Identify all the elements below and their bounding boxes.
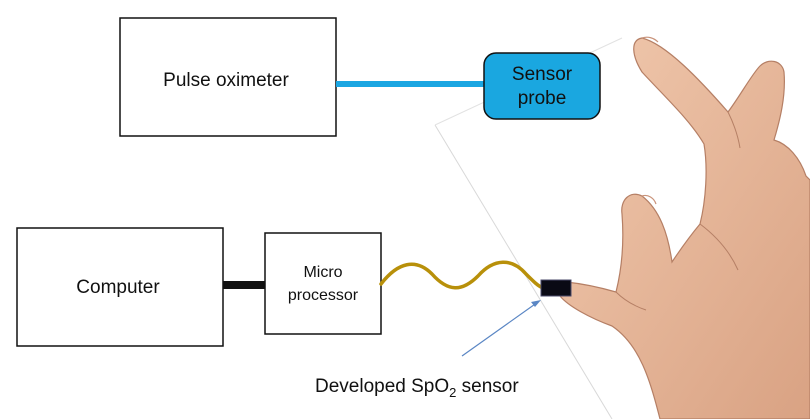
sensor-probe-label-line1: Sensor — [512, 64, 573, 85]
microprocessor-label-line2: processor — [288, 287, 359, 304]
pulse-oximeter-label: Pulse oximeter — [163, 70, 289, 91]
sensor-probe-block: Sensor probe — [483, 52, 601, 120]
sensor-pointer-arrow — [461, 300, 541, 357]
microprocessor-label-line1: Micro — [303, 264, 342, 281]
spo2-sensor — [540, 279, 572, 297]
pulse-oximeter-block: Pulse oximeter — [119, 17, 337, 137]
sensor-annotation: Developed SpO2 sensor — [315, 376, 519, 400]
computer-block: Computer — [16, 227, 224, 347]
sensor-probe-label-line2: probe — [518, 88, 567, 109]
probe-cable — [336, 81, 486, 87]
usb-cable — [223, 281, 266, 289]
microprocessor-block: Micro processor — [264, 232, 382, 335]
sensor-wire — [379, 260, 545, 290]
computer-label: Computer — [76, 277, 160, 298]
